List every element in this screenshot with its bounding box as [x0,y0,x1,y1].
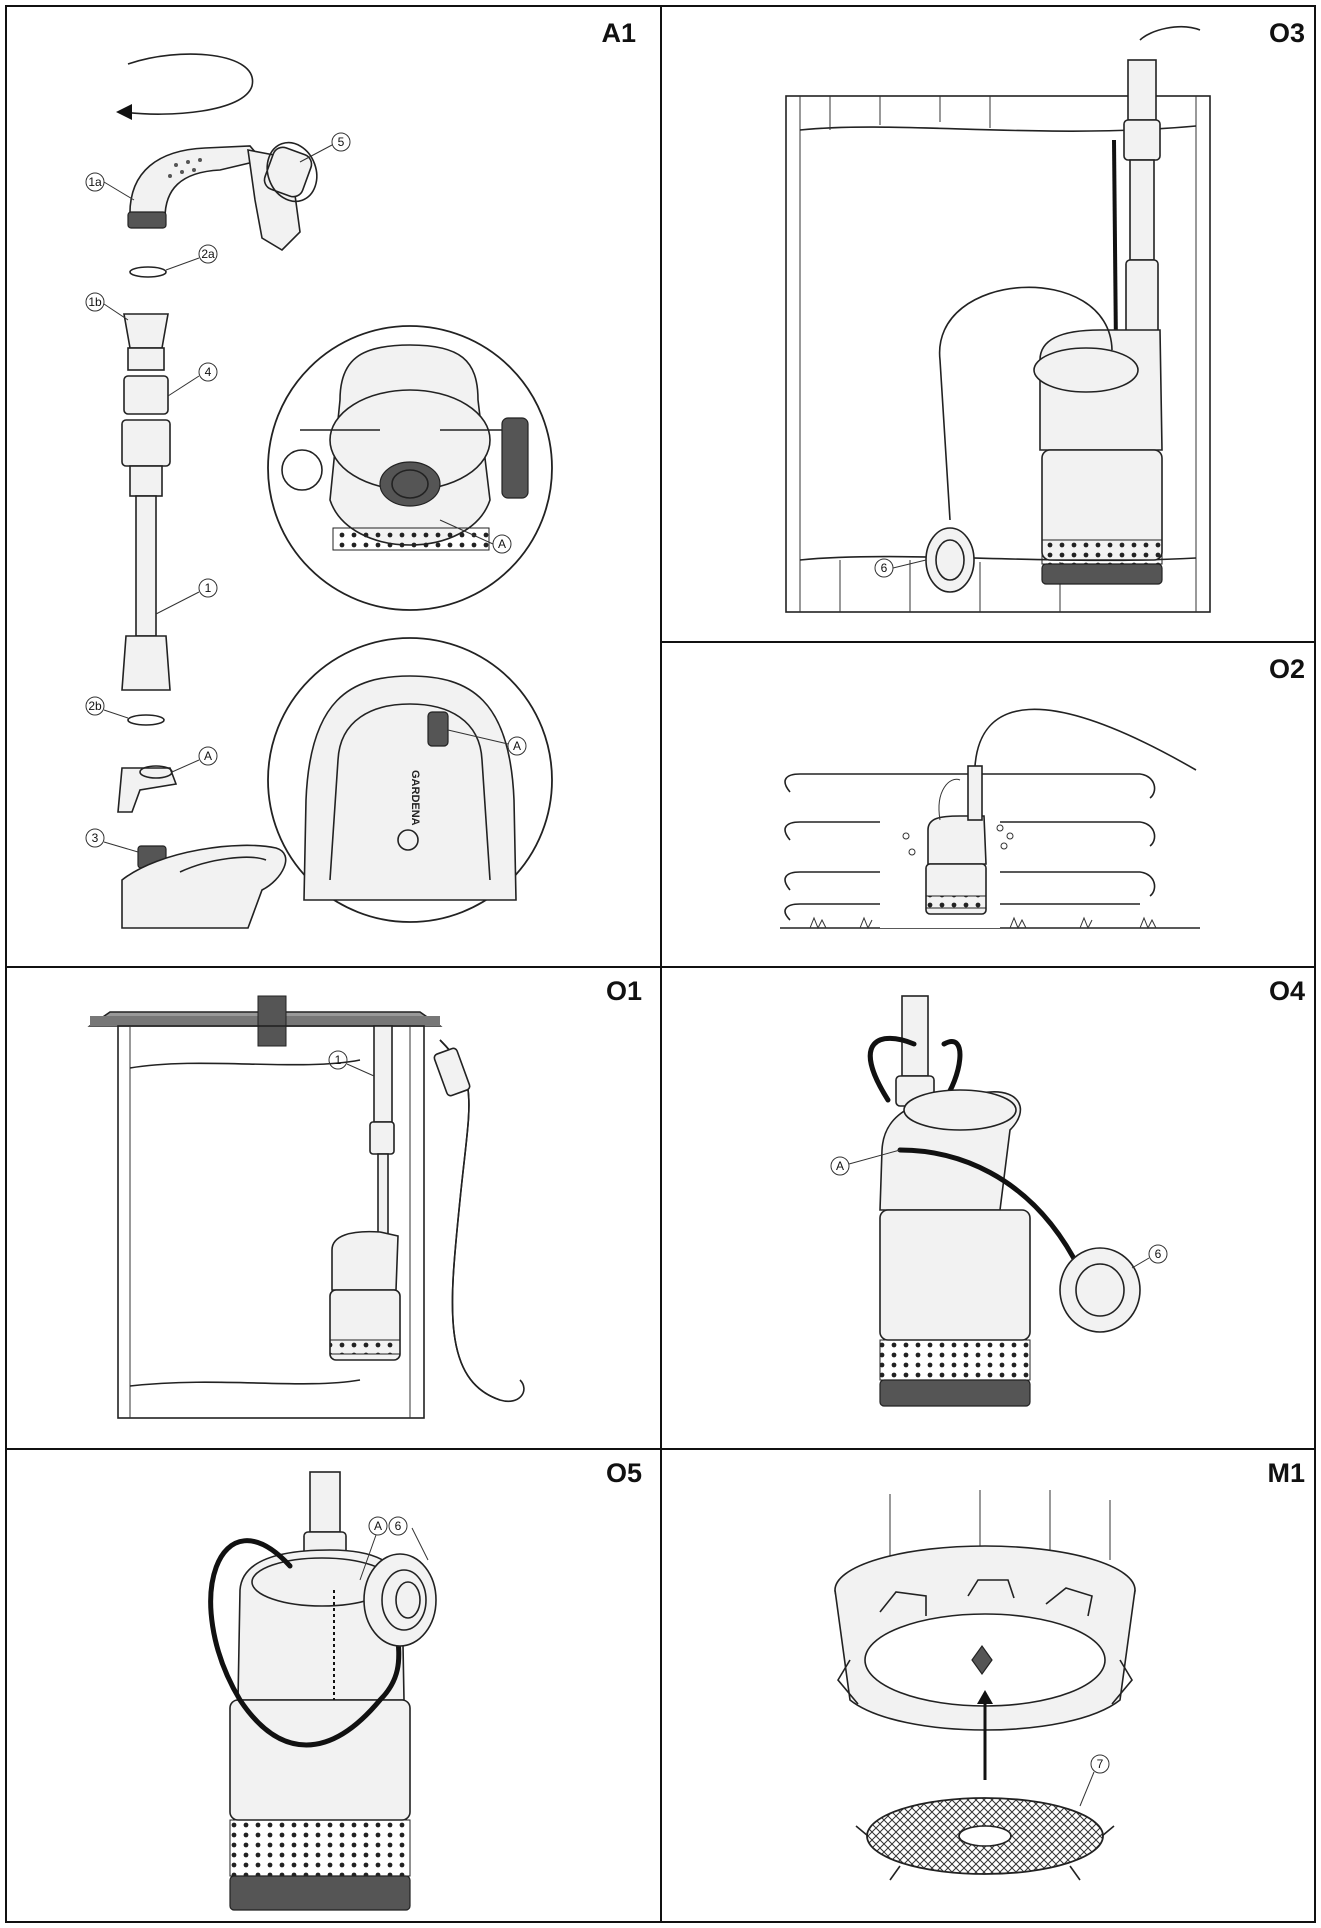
callout-2a: 2a [201,247,215,261]
panel-label-a1: A1 [601,18,636,48]
callouts-o4: A 6 [830,1149,1168,1269]
callout-7: 7 [1097,1757,1104,1771]
callouts-m1: 7 [1079,1754,1110,1807]
callout-4: 4 [205,365,212,379]
callout-3: 3 [92,831,99,845]
callouts-o5: A 6 [359,1516,429,1581]
callout-5: 5 [338,135,345,149]
callout-6: 6 [1155,1247,1162,1261]
callouts-o3: 6 [874,558,927,578]
panel-label-o2: O2 [1269,654,1305,684]
callout-1: 1 [335,1053,342,1067]
panel-label-o5: O5 [606,1458,642,1488]
callout-a: A [374,1519,382,1533]
gardena-logo-text: GARDENA [409,770,421,826]
callouts-a1: 1a 5 2a 1b 4 1 2b A 3 A A [85,132,527,853]
callout-1: 1 [205,581,212,595]
callout-a-detail-top: A [498,537,506,551]
callout-1a: 1a [88,175,102,189]
callout-2b: 2b [88,699,102,713]
panel-label-o1: O1 [606,976,642,1006]
callout-1b: 1b [88,295,102,309]
callouts-o1: 1 [328,1050,375,1077]
panel-o5: A 6 [208,1471,437,1911]
panel-label-o4: O4 [1269,976,1305,1006]
callout-a: A [836,1159,844,1173]
callout-6: 6 [881,561,888,575]
callout-6: 6 [395,1519,402,1533]
panel-m1: 7 [834,1490,1136,1881]
panel-o4: A 6 [830,995,1168,1407]
panel-a1: GARDENA 1a 5 2a 1b 4 1 2b A 3 A A [85,53,553,929]
callout-a: A [204,749,212,763]
panel-o2 [780,708,1200,930]
panel-label-o3: O3 [1269,18,1305,48]
rotation-arrow-icon [121,53,254,115]
panel-o1: 1 [87,995,525,1419]
callout-a-detail-bottom: A [513,739,521,753]
panel-borders [5,5,1316,1923]
panel-label-m1: M1 [1267,1458,1305,1488]
panel-o3: 6 [785,26,1211,613]
